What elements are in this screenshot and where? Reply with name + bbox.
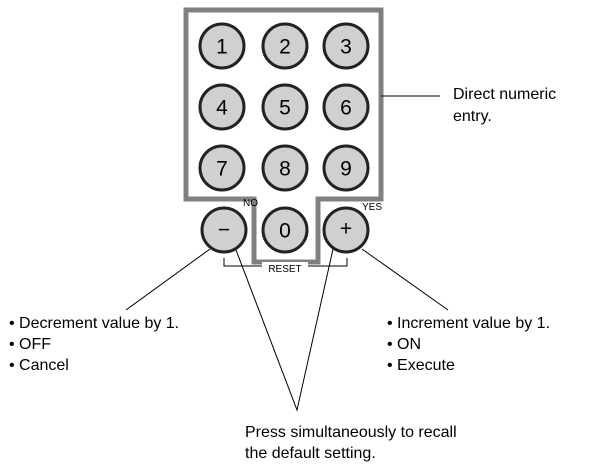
- minus-no-key[interactable]: −: [200, 206, 248, 254]
- plus-yes-key[interactable]: +: [322, 206, 370, 254]
- reset-label-backdrop: [262, 262, 308, 274]
- key-1-label: 1: [216, 36, 228, 59]
- minus-key-functions: • Decrement value by 1. • OFF • Cancel: [9, 313, 179, 376]
- plus-function-1: • Increment value by 1.: [387, 315, 551, 332]
- key-6[interactable]: 6: [322, 83, 370, 131]
- key-0-label: 0: [279, 220, 291, 243]
- key-4-label: 4: [216, 97, 228, 120]
- minus-function-3: • Cancel: [9, 357, 69, 374]
- simultaneous-note: Press simultaneously to recall the defau…: [245, 422, 457, 464]
- simultaneous-line-1: Press simultaneously to recall: [245, 424, 457, 441]
- numeric-entry-note: Direct numeric entry.: [453, 84, 556, 128]
- plus-leader: [361, 248, 449, 311]
- key-3-label: 3: [340, 36, 352, 59]
- key-3[interactable]: 3: [322, 22, 370, 70]
- minus-function-2: • OFF: [9, 336, 52, 353]
- key-6-label: 6: [340, 97, 352, 120]
- simultaneous-leader: [235, 248, 334, 412]
- key-4[interactable]: 4: [198, 83, 246, 131]
- plus-key-label: +: [340, 218, 352, 241]
- numeric-entry-line-2: entry.: [453, 108, 492, 125]
- minus-function-1: • Decrement value by 1.: [9, 315, 180, 332]
- key-5[interactable]: 5: [261, 83, 309, 131]
- simultaneous-line-2: the default setting.: [245, 445, 376, 462]
- minus-leader: [125, 248, 211, 311]
- numeric-entry-outline: [183, 7, 384, 265]
- key-9[interactable]: 9: [322, 144, 370, 192]
- plus-function-3: • Execute: [387, 357, 455, 374]
- key-2-label: 2: [279, 36, 291, 59]
- key-0[interactable]: 0: [261, 206, 309, 254]
- minus-key-label: −: [218, 219, 230, 242]
- key-2[interactable]: 2: [261, 22, 309, 70]
- key-7[interactable]: 7: [198, 144, 246, 192]
- plus-function-2: • ON: [387, 336, 422, 353]
- key-5-label: 5: [279, 97, 291, 120]
- key-1[interactable]: 1: [198, 22, 246, 70]
- key-8-label: 8: [279, 158, 291, 181]
- plus-key-functions: • Increment value by 1. • ON • Execute: [387, 313, 550, 376]
- key-9-label: 9: [340, 158, 352, 181]
- reset-label: RESET: [268, 264, 301, 275]
- no-label: NO: [243, 198, 258, 209]
- key-8[interactable]: 8: [261, 144, 309, 192]
- numeric-entry-line-1: Direct numeric: [453, 86, 557, 103]
- yes-label: YES: [362, 202, 382, 213]
- key-7-label: 7: [216, 158, 228, 181]
